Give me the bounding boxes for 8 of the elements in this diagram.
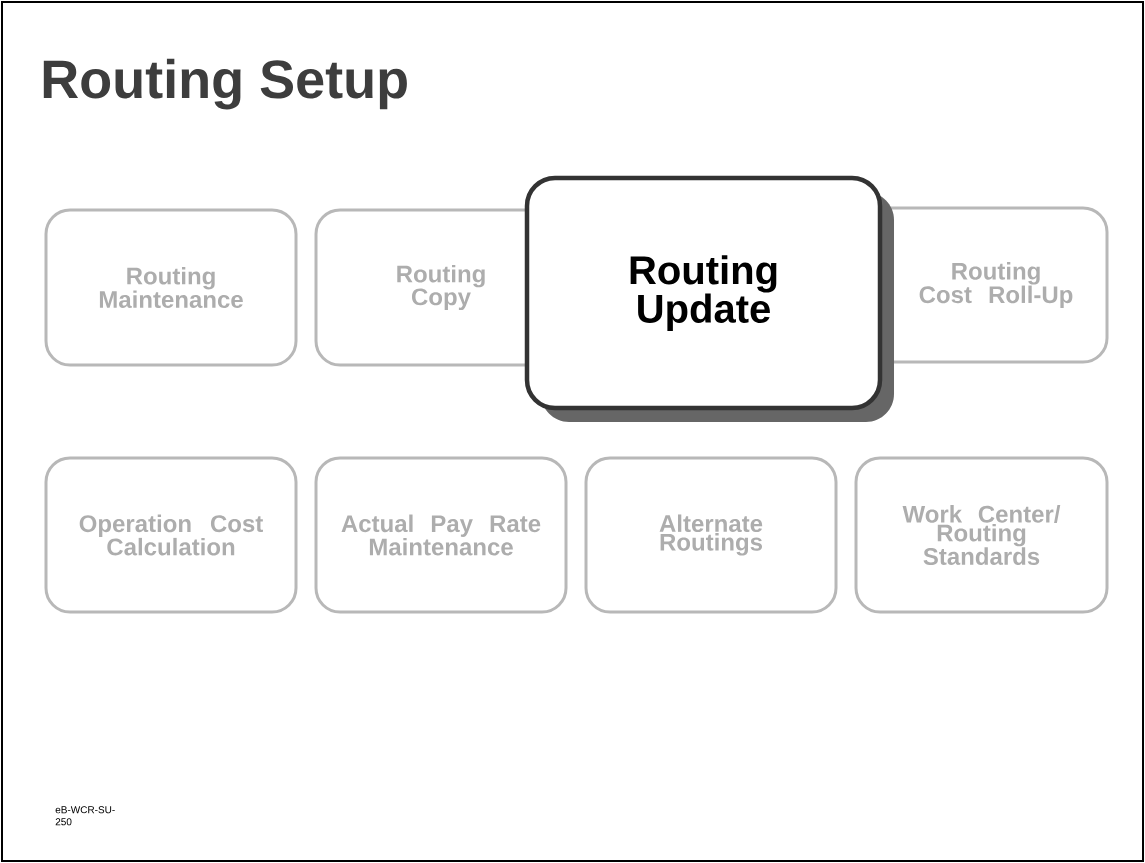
slide-title: Routing Setup — [43, 58, 407, 110]
module-box: Operation Cost Calculation — [44, 456, 298, 614]
module-box: Alternate Routings — [584, 456, 838, 614]
slide-code: eB-WCR-SU-250 — [55, 806, 115, 826]
module-box: Routing Maintenance — [44, 208, 298, 367]
module-box: Actual Pay Rate Maintenance — [314, 456, 568, 614]
module-box: Work Center/ Routing Standards — [854, 456, 1109, 614]
highlighted-box: Routing Update — [524, 175, 894, 422]
